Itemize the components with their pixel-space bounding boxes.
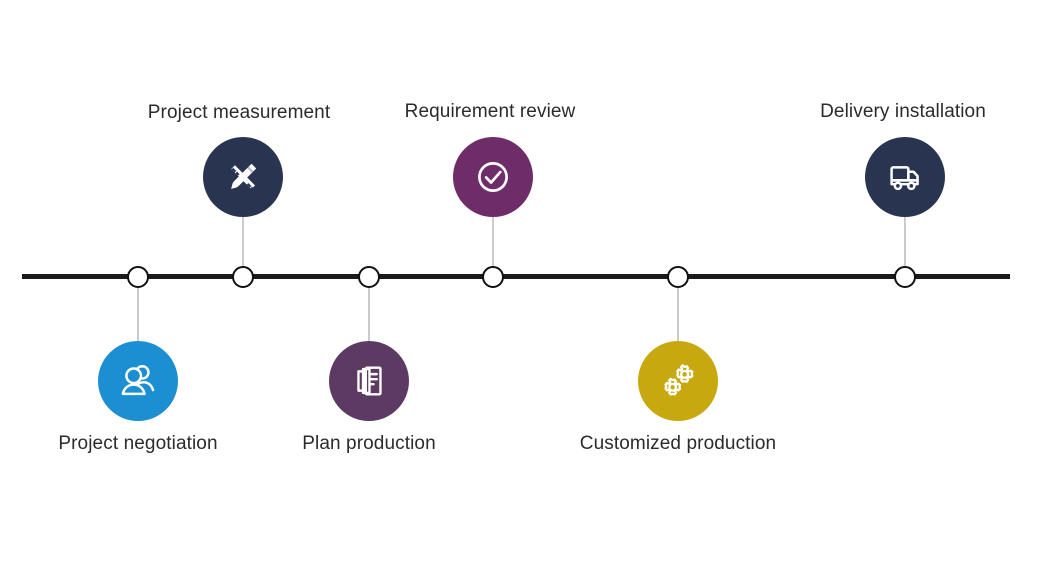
- timeline-node-2[interactable]: [232, 266, 254, 288]
- users-group-icon: [115, 358, 161, 404]
- timeline-node-3[interactable]: [358, 266, 380, 288]
- connector-stem-2: [242, 217, 244, 269]
- timeline-node-4[interactable]: [482, 266, 504, 288]
- timeline-axis: [22, 274, 1010, 279]
- pencil-ruler-icon: [220, 154, 266, 200]
- timeline-node-6[interactable]: [894, 266, 916, 288]
- step-icon-disc-5[interactable]: [638, 341, 718, 421]
- delivery-truck-icon: [882, 154, 928, 200]
- timeline-node-5[interactable]: [667, 266, 689, 288]
- connector-stem-1: [137, 288, 139, 341]
- connector-stem-6: [904, 217, 906, 269]
- step-icon-disc-4[interactable]: [453, 137, 533, 217]
- step-caption-5: Customized production: [579, 433, 777, 454]
- connector-stem-4: [492, 217, 494, 269]
- check-circle-icon: [470, 154, 516, 200]
- connector-stem-5: [677, 288, 679, 341]
- connector-stem-3: [368, 288, 370, 341]
- step-caption-1: Project negotiation: [58, 433, 218, 454]
- step-icon-disc-1[interactable]: [98, 341, 178, 421]
- gears-icon: [654, 357, 702, 405]
- step-caption-2: Project measurement: [147, 102, 331, 123]
- documents-stack-icon: [347, 359, 391, 403]
- timeline-node-1[interactable]: [127, 266, 149, 288]
- step-icon-disc-3[interactable]: [329, 341, 409, 421]
- step-caption-6: Delivery installation: [820, 101, 986, 122]
- step-icon-disc-6[interactable]: [865, 137, 945, 217]
- step-caption-4: Requirement review: [404, 101, 576, 122]
- step-caption-3: Plan production: [302, 433, 436, 454]
- step-icon-disc-2[interactable]: [203, 137, 283, 217]
